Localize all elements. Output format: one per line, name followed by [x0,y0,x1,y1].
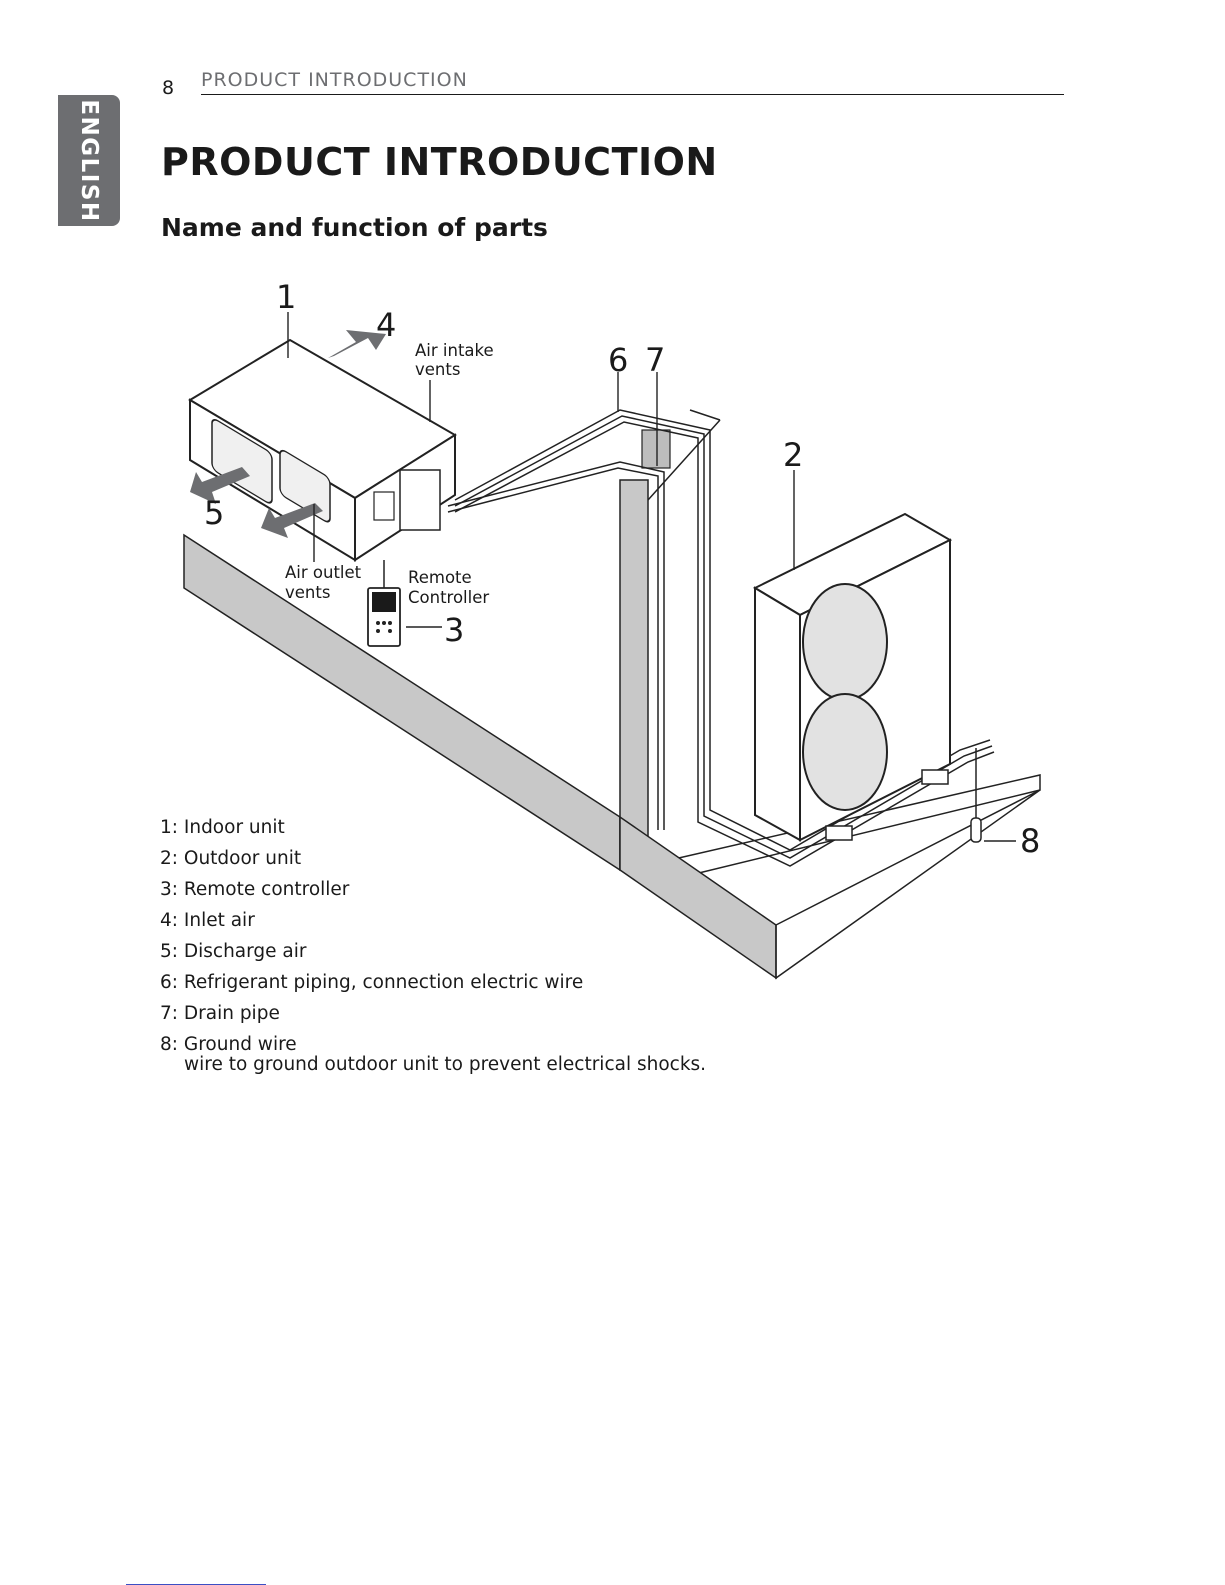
legend-item-label: 3: Remote controller [160,879,350,900]
legend-item: 7: Drain pipe [160,1001,706,1032]
section-title: Name and function of parts [161,213,548,242]
caption-air-outlet: Air outlet [285,563,362,582]
caption-remote-controller: Remote [408,568,472,587]
discharge-air-arrow [261,503,323,538]
caption-air-intake: Air intake [415,341,494,360]
legend-item: 5: Discharge air [160,939,706,970]
legend-item: 3: Remote controller [160,877,706,908]
outdoor-unit [752,512,953,842]
ground-wire [970,748,982,843]
installation-diagram: 1 2 3 4 5 6 7 8 Air intake vents Air out… [183,278,1041,980]
callout-6: 6 [608,341,628,379]
callout-4: 4 [376,306,396,344]
callout-3: 3 [444,611,464,649]
legend-item: 6: Refrigerant piping, connection electr… [160,970,706,1001]
legend-item: 4: Inlet air [160,908,706,939]
legend-item: 8: Ground wire wire to ground outdoor un… [160,1032,706,1075]
legend-item-label: 4: Inlet air [160,910,255,931]
remote-controller [367,560,401,647]
legend-item-note: wire to ground outdoor unit to prevent e… [184,1054,707,1075]
language-tab-label: ENGLISH [76,98,102,223]
inlet-air-arrow [328,330,386,358]
callout-5: 5 [204,494,224,532]
page-title: PRODUCT INTRODUCTION [161,140,718,184]
parts-legend: 1: Indoor unit 2: Outdoor unit 3: Remote… [160,815,706,1075]
legend-item: 1: Indoor unit [160,815,706,846]
legend-item-label: 7: Drain pipe [160,1003,280,1024]
callout-2: 2 [783,436,803,474]
callout-8: 8 [1020,822,1040,860]
language-tab: ENGLISH [58,95,120,226]
legend-item-label: 2: Outdoor unit [160,848,302,869]
legend-item-label: 1: Indoor unit [160,817,285,838]
caption-remote-controller: Controller [408,588,489,607]
refrigerant-piping [454,409,995,867]
running-header: PRODUCT INTRODUCTION [201,69,468,91]
legend-item-label: 6: Refrigerant piping, connection electr… [160,972,584,993]
page-number: 8 [162,77,175,99]
legend-item: 2: Outdoor unit [160,846,706,877]
drain-pipe [447,461,665,830]
discharge-air-arrow [190,467,250,504]
header-rule [201,94,1064,95]
caption-air-intake: vents [415,360,460,379]
legend-item-label: 5: Discharge air [160,941,307,962]
legend-item-label: 8: Ground wire [160,1034,297,1055]
caption-air-outlet: vents [285,583,330,602]
leader-lines [287,312,1016,842]
callout-7: 7 [645,341,665,379]
callout-1: 1 [276,278,296,316]
